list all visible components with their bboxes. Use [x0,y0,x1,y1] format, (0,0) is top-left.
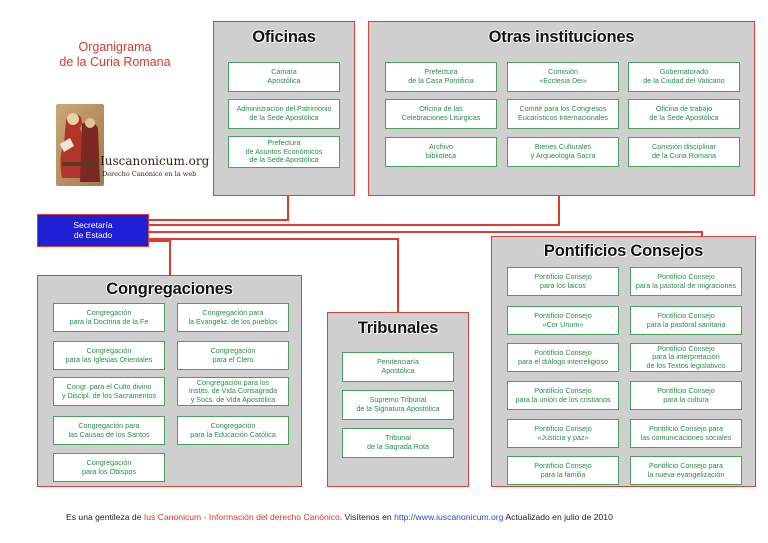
box-consejos-8[interactable]: Pontificio Consejo para la cultura [630,381,742,410]
box-consejos-6[interactable]: Pontificio Consejo para la interpretació… [630,343,742,372]
panel-congregaciones: Congregaciones Congregación para la Doct… [37,275,302,487]
panel-oficinas-title: Oficinas [252,28,316,46]
box-oficinas-2[interactable]: Administración del Patrimonio de la Sede… [228,99,340,129]
box-consejos-12[interactable]: Pontificio Consejo para la nueva evangel… [630,456,742,485]
logo-image [56,104,104,186]
box-congregaciones-5[interactable]: Congr. para el Culto divino y Discipl. d… [53,377,165,406]
footer-brand-link[interactable]: Ius Canonicum - Información del derecho … [143,512,340,522]
panel-tribunales-title: Tribunales [357,319,439,337]
box-congregaciones-6[interactable]: Congregación para los Instits. de Vida C… [177,377,289,406]
connector-congregaciones-down [169,240,171,276]
connector-tribunales-down [397,238,399,314]
connector-oficinas-down [287,195,289,220]
box-consejos-4[interactable]: Pontificio Consejo para la pastoral sani… [630,306,742,335]
connector-secretaria-horizontal-3 [148,231,703,233]
connector-secretaria-horizontal-5 [148,240,170,242]
footer: Es una gentileza de Ius Canonicum - Info… [66,512,613,522]
box-otras-6[interactable]: Oficina de trabajo de la Sede Apostólica [628,99,740,129]
connector-otras-down [558,195,560,225]
box-otras-4[interactable]: Oficina de las Celebraciones Litúrgicas [385,99,497,129]
connector-secretaria-horizontal-2 [148,224,560,226]
panel-otras-title: Otras instituciones [488,28,635,46]
panel-pontificios-consejos: Pontificios Consejos Pontificio Consejo … [491,236,756,487]
box-oficinas-3[interactable]: Prefectura de Asuntos Económicos de la S… [228,136,340,168]
box-otras-3[interactable]: Gobernatorado de la Ciudad del Vaticano [628,62,740,92]
box-congregaciones-2[interactable]: Congregación para la Evangeliz. de los p… [177,303,289,332]
panel-otras-instituciones: Otras instituciones Prefectura de la Cas… [368,21,755,196]
box-consejos-5[interactable]: Pontificio Consejo para el diálogo inter… [507,343,619,372]
box-congregaciones-9[interactable]: Congregación para los Obispos [53,453,165,482]
connector-consejos-down [701,231,703,238]
logo-tagline: Derecho Canónico en la web [102,170,197,178]
connector-secretaria-horizontal-1 [148,219,289,221]
panel-consejos-title: Pontificios Consejos [543,242,704,260]
box-otras-1[interactable]: Prefectura de la Casa Pontificia [385,62,497,92]
box-consejos-2[interactable]: Pontificio Consejo para la pastoral de m… [630,267,742,296]
box-congregaciones-1[interactable]: Congregación para la Doctrina de la Fe [53,303,165,332]
secretaria-de-estado[interactable]: Secretaría de Estado [37,214,149,247]
panel-oficinas: Oficinas Cámara Apostólica Administració… [213,21,355,196]
connector-secretaria-horizontal-4 [148,238,399,240]
box-otras-8[interactable]: Bienes Culturales y Arqueología Sacra [507,137,619,167]
footer-prefix: Es una gentileza de [66,512,144,522]
box-tribunales-1[interactable]: Penitenciaría Apostólica [342,352,454,382]
box-consejos-7[interactable]: Pontificio Consejo para la unión de los … [507,381,619,410]
box-otras-5[interactable]: Comité para los Congresos Eucarísticos I… [507,99,619,129]
box-congregaciones-7[interactable]: Congregación para las Causas de los Sant… [53,416,165,445]
box-oficinas-1[interactable]: Cámara Apostólica [228,62,340,92]
chart-title-line2: de la Curia Romana [59,55,171,69]
logo-name: Iuscanonicum.org [100,154,210,168]
box-consejos-1[interactable]: Pontificio Consejo para los laicos [507,267,619,296]
box-congregaciones-4[interactable]: Congregación para el Clero [177,341,289,370]
box-otras-7[interactable]: Archivo biblioteca [385,137,497,167]
panel-congregaciones-title: Congregaciones [106,280,233,298]
box-congregaciones-8[interactable]: Congregación para la Educación Católica [177,416,289,445]
box-otras-2[interactable]: Comisión «Ecclesia Dei» [507,62,619,92]
footer-updated: Actualizado en julio de 2010 [503,512,613,522]
chart-title-line1: Organigrama [78,40,152,54]
chart-title: Organigrama de la Curia Romana [40,40,190,70]
box-consejos-10[interactable]: Pontificio Consejo para las comunicacion… [630,419,742,448]
box-consejos-11[interactable]: Pontificio Consejo para la familia [507,456,619,485]
box-consejos-3[interactable]: Pontificio Consejo «Cor Unum» [507,306,619,335]
box-consejos-9[interactable]: Pontificio Consejo «Justicia y paz» [507,419,619,448]
box-tribunales-2[interactable]: Supremo Tribunal de la Signatura Apostól… [342,390,454,420]
footer-url-link[interactable]: http://www.iuscanonicum.org [394,512,504,522]
iuscanonicum-logo[interactable]: Iuscanonicum.org Derecho Canónico en la … [52,102,209,190]
box-tribunales-3[interactable]: Tribunal de la Sagrada Rota [342,428,454,458]
footer-middle: . Visítenos en [339,512,395,522]
panel-tribunales: Tribunales Penitenciaría Apostólica Supr… [327,312,469,487]
box-otras-9[interactable]: Comisión disciplinar de la Curia Romana [628,137,740,167]
box-congregaciones-3[interactable]: Congregación para las Iglesias Orientale… [53,341,165,370]
